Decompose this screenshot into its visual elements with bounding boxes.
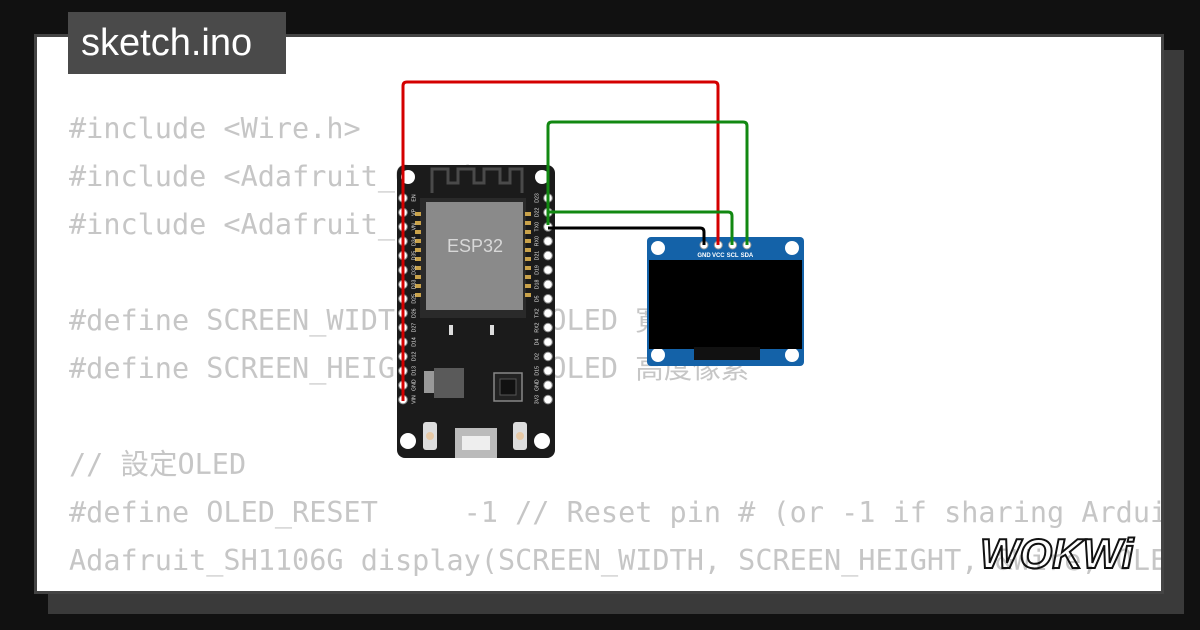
oled-ribbon — [694, 347, 760, 360]
oled-screen — [649, 260, 802, 349]
pin-label: D2 — [534, 353, 540, 360]
pin-3v3[interactable] — [543, 394, 553, 405]
usb-uart-chip — [493, 372, 523, 402]
pin-d5[interactable] — [543, 294, 553, 304]
esp32-shield-can — [426, 202, 523, 310]
wokwi-logo-text: WOKWi — [980, 532, 1135, 577]
pin-label: D18 — [534, 280, 540, 290]
wire-sda[interactable] — [546, 120, 749, 245]
file-tab-sketch[interactable]: sketch.ino — [68, 12, 286, 74]
voltage-regulator — [434, 368, 464, 398]
pin-label: D23 — [534, 193, 540, 203]
esp32-chip-label: ESP32 — [447, 236, 503, 256]
mounting-hole — [534, 433, 550, 449]
pin-gnd[interactable] — [543, 380, 553, 391]
wire-gnd[interactable] — [548, 226, 706, 245]
mounting-hole — [651, 348, 665, 362]
oled-pin-label: SCL — [727, 253, 739, 259]
pin-label: TX0 — [534, 222, 540, 232]
smd-component — [449, 325, 453, 335]
pin-label: D25 — [411, 294, 417, 304]
pin-label: GND — [534, 379, 540, 391]
sketch-preview-card: #include <Wire.h>#include <Adafruit_GFX.… — [34, 34, 1164, 594]
pin-d18[interactable] — [543, 279, 553, 290]
antenna-trace — [430, 167, 524, 193]
oled-pin-label: SDA — [741, 253, 754, 259]
pin-label: D15 — [534, 366, 540, 376]
mounting-hole — [651, 241, 665, 255]
pin-label: D26 — [411, 308, 417, 318]
pin-label: D33 — [411, 280, 417, 290]
mounting-hole — [535, 170, 549, 184]
pin-label: D13 — [411, 366, 417, 376]
pin-d19[interactable] — [543, 265, 553, 275]
wire-vcc[interactable] — [401, 80, 720, 401]
wires — [401, 80, 749, 401]
wokwi-logo[interactable]: WOKWi — [978, 532, 1148, 578]
pin-label: D32 — [411, 265, 417, 275]
code-line: #include <Wire.h> — [69, 112, 361, 145]
pin-d15[interactable] — [543, 366, 553, 376]
oled-pin-label: GND — [697, 253, 711, 259]
code-line: // 設定OLED — [69, 448, 247, 481]
pin-label: TX2 — [534, 308, 540, 318]
pin-label: D27 — [411, 323, 417, 333]
pin-label: D35 — [411, 251, 417, 261]
pin-rx2[interactable] — [543, 322, 553, 333]
pin-label: VIN — [411, 395, 417, 404]
pin-tx2[interactable] — [543, 308, 553, 319]
pin-label: D21 — [534, 251, 540, 261]
mounting-hole — [785, 348, 799, 362]
esp32-devkit-board[interactable]: ESP32 ENVPVND34D35D32D33D25D26D27D14D12D… — [397, 165, 555, 458]
pin-d4[interactable] — [543, 337, 553, 347]
voltage-regulator-tab — [424, 371, 434, 393]
code-line: Adafruit_SH1106G display(SCREEN_WIDTH, S… — [69, 544, 1164, 577]
smd-component — [490, 325, 494, 335]
pin-label: D34 — [411, 236, 417, 246]
pin-label: VP — [411, 208, 417, 215]
pin-d2[interactable] — [543, 351, 553, 362]
wire-scl[interactable] — [548, 210, 734, 245]
pin-label: D4 — [534, 339, 540, 346]
pin-label: D5 — [534, 295, 540, 302]
module-pads — [415, 212, 531, 297]
pin-label: D19 — [534, 265, 540, 275]
pin-label: RX2 — [534, 322, 540, 332]
pin-label: RX0 — [534, 236, 540, 246]
oled-pin-label: VCC — [712, 253, 725, 259]
pin-label: VN — [411, 223, 417, 230]
mounting-hole — [400, 433, 416, 449]
pin-label: 3V3 — [534, 395, 540, 404]
pin-label: D12 — [411, 352, 417, 362]
pin-rx0[interactable] — [543, 236, 553, 246]
pin-label: GND — [411, 379, 417, 391]
pin-label: EN — [411, 194, 417, 201]
code-line: #define OLED_RESET -1 // Reset pin # (or… — [69, 496, 1164, 529]
pin-label: D22 — [534, 208, 540, 218]
pin-label: D14 — [411, 337, 417, 347]
pin-d21[interactable] — [543, 250, 553, 261]
mounting-hole — [785, 241, 799, 255]
